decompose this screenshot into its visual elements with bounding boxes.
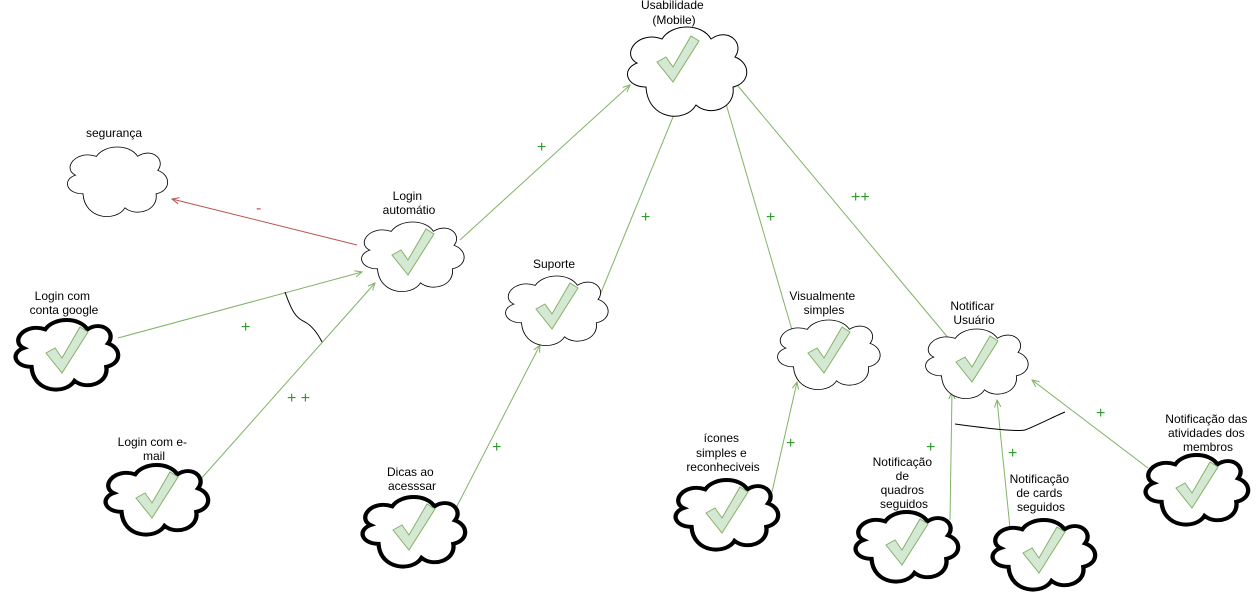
label-membros-notif: + bbox=[1096, 405, 1105, 422]
softgoal-suporte[interactable] bbox=[505, 275, 609, 347]
edge-icones-to-visual bbox=[771, 382, 797, 493]
softgoal-notif-cards[interactable] bbox=[993, 520, 1096, 590]
softgoal-login-google[interactable] bbox=[16, 320, 119, 390]
label-icones-simples: ícones simples e reconheciveis bbox=[686, 431, 759, 474]
label-login-email-line-1: Login com e- bbox=[118, 435, 187, 449]
label-notif-cards-line-3: seguidos bbox=[1017, 500, 1065, 514]
label-dicas-acessar: Dicas ao acesssar bbox=[387, 465, 437, 493]
edge-quadros-to-notificar bbox=[950, 392, 952, 521]
node-labels: Usabilidade (Mobile) segurança Login aut… bbox=[30, 0, 1250, 514]
label-login-automatico-line-2: automátio bbox=[383, 203, 436, 217]
label-notificar-usuario-line-2: Usuário bbox=[953, 313, 995, 327]
edge-notificar-to-usabilidade bbox=[733, 80, 951, 341]
label-notif-cards-line-2: de cards bbox=[1016, 486, 1062, 500]
softgoal-seguranca[interactable] bbox=[67, 146, 169, 218]
label-icones-visual: + bbox=[786, 435, 795, 452]
label-usabilidade: Usabilidade (Mobile) bbox=[641, 0, 707, 27]
label-usabilidade-line-2: (Mobile) bbox=[652, 13, 695, 27]
label-login-google-line-2: conta google bbox=[30, 303, 99, 317]
label-login-automatico-line-1: Login bbox=[393, 189, 422, 203]
label-visualmente-simples: Visualmente simples bbox=[789, 289, 858, 317]
label-email-login: + + bbox=[287, 390, 310, 407]
label-visual-usab: + bbox=[766, 209, 775, 226]
label-login-email: Login com e- mail bbox=[118, 435, 191, 463]
label-notif-quadros: Notificação de quadros seguidos bbox=[873, 455, 936, 511]
label-suporte-usab: + bbox=[641, 209, 650, 226]
softgoal-visualmente-simples[interactable] bbox=[777, 319, 881, 391]
label-visualmente-simples-line-1: Visualmente bbox=[789, 289, 855, 303]
label-icones-simples-line-1: ícones bbox=[704, 431, 739, 445]
label-notif-quadros-line-2: de bbox=[896, 469, 910, 483]
label-notif-quadros-line-3: quadros bbox=[881, 483, 924, 497]
softgoal-notificar-usuario[interactable] bbox=[925, 328, 1029, 400]
label-google-login: + bbox=[241, 319, 250, 336]
edge-email-to-login-auto bbox=[199, 283, 375, 481]
label-visualmente-simples-line-2: simples bbox=[804, 303, 845, 317]
and-arc-notificar bbox=[954, 411, 1066, 432]
label-suporte: Suporte bbox=[533, 257, 575, 271]
edge-google-to-login-auto bbox=[117, 272, 362, 339]
label-notif-quadros-line-4: seguidos bbox=[880, 497, 928, 511]
softgoal-notif-membros[interactable] bbox=[1146, 455, 1249, 525]
label-notif-cards: Notificação de cards seguidos bbox=[1010, 472, 1073, 514]
edge-dicas-to-suporte bbox=[454, 345, 540, 511]
label-login-auto-seg: - bbox=[256, 200, 261, 217]
label-notif-membros-line-1: Notificação das bbox=[1165, 412, 1247, 426]
label-seguranca: segurança bbox=[86, 126, 142, 140]
label-cards-notif: + bbox=[1008, 445, 1017, 462]
label-login-google-line-1: Login com bbox=[35, 289, 90, 303]
edge-suporte-to-usabilidade bbox=[599, 100, 680, 296]
edge-labels: + + + ++ - + + + + + + + + bbox=[241, 139, 1105, 462]
softgoal-login-email[interactable] bbox=[106, 465, 209, 535]
label-notificar-usuario-line-1: Notificar bbox=[950, 299, 994, 313]
label-dicas-acessar-line-2: acesssar bbox=[388, 479, 436, 493]
and-arc-login bbox=[284, 291, 323, 343]
softgoal-usabilidade[interactable] bbox=[626, 26, 748, 117]
label-notif-membros-line-2: atividades dos bbox=[1168, 426, 1245, 440]
label-icones-simples-line-2: simples e bbox=[696, 446, 747, 460]
label-seguranca-line-1: segurança bbox=[86, 126, 142, 140]
edge-login-auto-to-usabilidade bbox=[459, 85, 630, 241]
edges bbox=[117, 80, 1149, 529]
label-notif-quadros-line-1: Notificação bbox=[873, 455, 933, 469]
softgoal-icones-simples[interactable] bbox=[676, 480, 779, 550]
label-suporte-line-1: Suporte bbox=[533, 257, 575, 271]
edge-membros-to-notificar bbox=[1032, 380, 1149, 469]
softgoal-dicas-acessar[interactable] bbox=[363, 497, 466, 567]
label-login-automatico: Login automátio bbox=[383, 189, 436, 217]
label-notif-membros: Notificação das atividades dos membros bbox=[1165, 412, 1250, 454]
edge-login-auto-to-seguranca bbox=[172, 199, 358, 246]
label-login-email-line-2: mail bbox=[143, 449, 165, 463]
label-quadros-notif: + bbox=[926, 439, 935, 456]
label-usabilidade-line-1: Usabilidade bbox=[641, 0, 704, 12]
label-dicas-acessar-line-1: Dicas ao bbox=[387, 465, 434, 479]
label-icones-simples-line-3: reconheciveis bbox=[686, 460, 759, 474]
edge-cards-to-notificar bbox=[997, 400, 1011, 529]
label-login-auto-usab: + bbox=[537, 139, 546, 156]
edge-visual-to-usabilidade bbox=[722, 90, 793, 331]
label-notif-membros-line-3: membros bbox=[1183, 440, 1233, 454]
softgoal-login-automatico[interactable] bbox=[361, 221, 465, 293]
label-notificar-usab: ++ bbox=[851, 189, 870, 206]
label-dicas-suporte: + bbox=[492, 439, 501, 456]
label-notificar-usuario: Notificar Usuário bbox=[950, 299, 997, 327]
softgoal-notif-quadros[interactable] bbox=[856, 512, 959, 582]
label-notif-cards-line-1: Notificação bbox=[1010, 472, 1070, 486]
label-login-google: Login com conta google bbox=[30, 289, 99, 317]
